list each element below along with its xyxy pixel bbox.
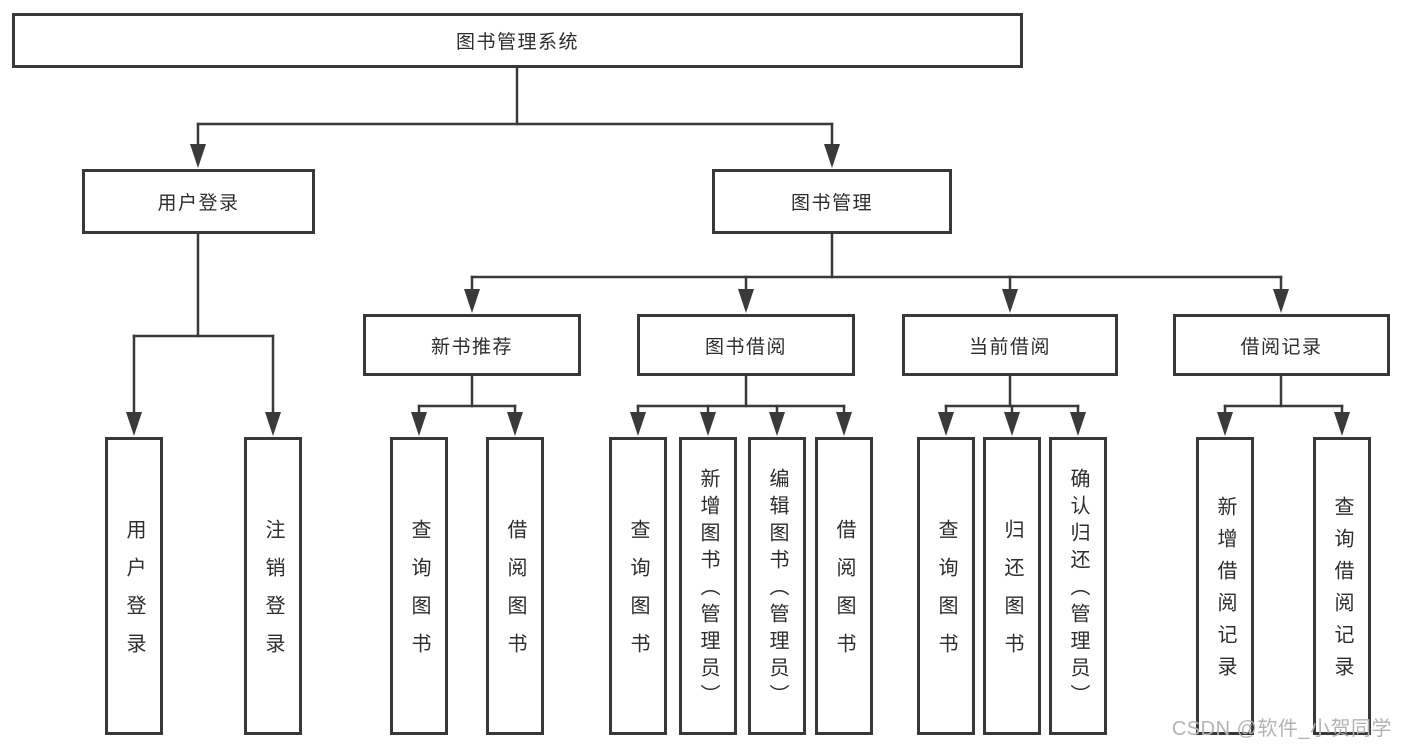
leaf-label-query-books-current: 查询图书 bbox=[935, 519, 957, 671]
leaf-label-borrow-books-borrow: 借阅图书 bbox=[833, 519, 855, 671]
leaf-label-add-books-admin: 新增图书（管理员） bbox=[697, 468, 719, 711]
node-borrow-records: 借阅记录 bbox=[1173, 314, 1390, 376]
leaf-label-query-books-newrec: 查询图书 bbox=[408, 519, 430, 671]
leaf-query-books-current: 查询图书 bbox=[917, 437, 975, 735]
leaf-query-books-newrec: 查询图书 bbox=[390, 437, 448, 735]
leaf-query-borrow-record: 查询借阅记录 bbox=[1313, 437, 1371, 735]
leaf-label-query-borrow-record: 查询借阅记录 bbox=[1331, 496, 1353, 688]
leaf-borrow-books-newrec: 借阅图书 bbox=[486, 437, 544, 735]
leaf-borrow-books-borrow: 借阅图书 bbox=[815, 437, 873, 735]
leaf-label-borrow-books-newrec: 借阅图书 bbox=[504, 519, 526, 671]
leaf-confirm-return-admin: 确认归还（管理员） bbox=[1049, 437, 1107, 735]
leaf-logout-login: 注销登录 bbox=[244, 437, 302, 735]
leaf-query-books-borrow: 查询图书 bbox=[609, 437, 667, 735]
leaf-label-logout-login: 注销登录 bbox=[262, 519, 284, 671]
node-label-book-management: 图书管理 bbox=[790, 193, 873, 214]
leaf-return-books: 归还图书 bbox=[983, 437, 1041, 735]
leaf-user-login: 用户登录 bbox=[105, 437, 163, 735]
node-label-root: 图书管理系统 bbox=[455, 32, 579, 53]
leaf-add-books-admin: 新增图书（管理员） bbox=[679, 437, 737, 735]
node-label-borrow-records: 借阅记录 bbox=[1240, 336, 1323, 358]
leaf-label-edit-books-admin: 编辑图书（管理员） bbox=[766, 468, 788, 711]
leaf-label-confirm-return-admin: 确认归还（管理员） bbox=[1067, 468, 1089, 711]
leaf-label-user-login: 用户登录 bbox=[123, 519, 145, 671]
node-label-new-book-recommend: 新书推荐 bbox=[430, 336, 513, 358]
node-label-current-borrow: 当前借阅 bbox=[968, 336, 1051, 358]
node-label-book-borrow: 图书借阅 bbox=[704, 336, 787, 358]
leaf-edit-books-admin: 编辑图书（管理员） bbox=[748, 437, 806, 735]
node-user-login: 用户登录 bbox=[82, 169, 315, 234]
node-book-borrow: 图书借阅 bbox=[637, 314, 855, 376]
node-new-book-recommend: 新书推荐 bbox=[363, 314, 581, 376]
node-book-management: 图书管理 bbox=[712, 169, 952, 234]
leaf-label-return-books: 归还图书 bbox=[1001, 519, 1023, 671]
leaf-label-query-books-borrow: 查询图书 bbox=[627, 519, 649, 671]
leaf-label-add-borrow-record: 新增借阅记录 bbox=[1214, 496, 1236, 688]
node-label-user-login: 用户登录 bbox=[157, 193, 240, 214]
watermark-csdn: CSDN @软件_小贺同学 bbox=[1171, 718, 1392, 740]
node-current-borrow: 当前借阅 bbox=[902, 314, 1118, 376]
leaf-add-borrow-record: 新增借阅记录 bbox=[1196, 437, 1254, 735]
node-library-management-system: 图书管理系统 bbox=[12, 13, 1023, 68]
